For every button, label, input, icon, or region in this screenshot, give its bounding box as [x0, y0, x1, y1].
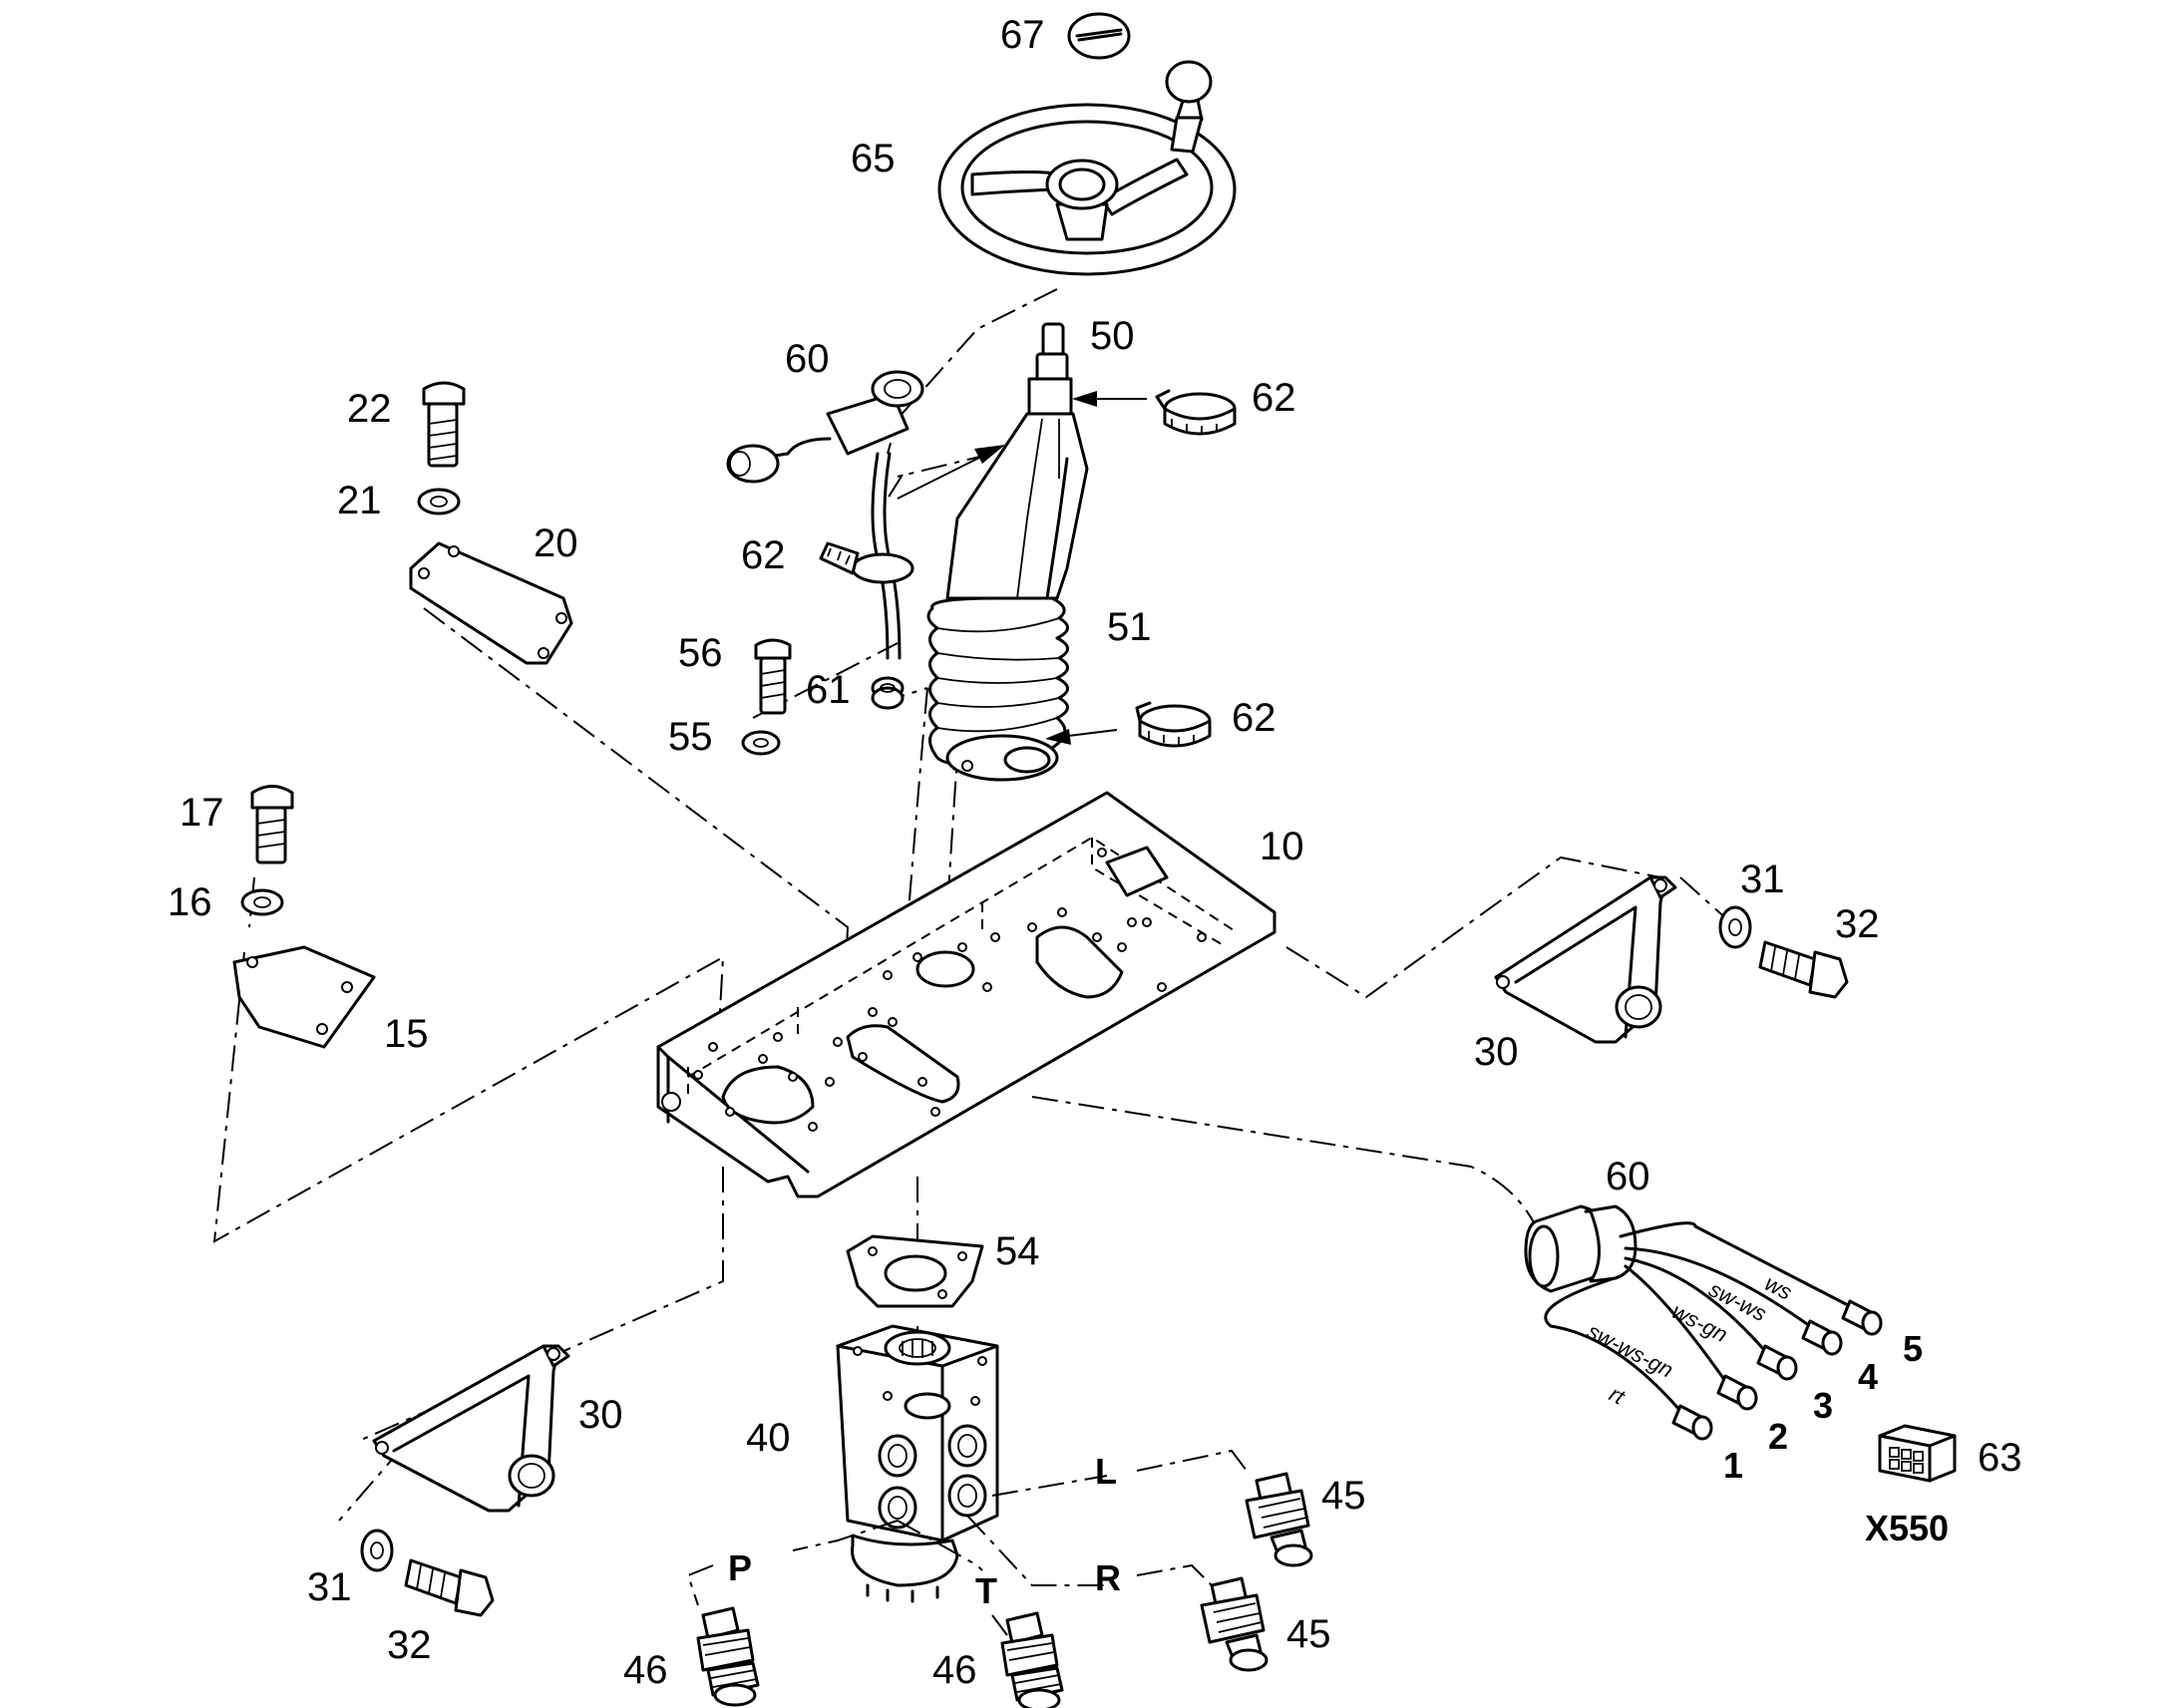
steering-frame	[656, 791, 1276, 1198]
label-40: 40	[746, 1416, 791, 1460]
label-45-upper: 45	[1321, 1474, 1366, 1518]
fitting-46-right	[1000, 1611, 1064, 1708]
label-60-switch: 60	[785, 337, 830, 381]
label-46-right: 46	[932, 1648, 977, 1692]
label-56: 56	[678, 631, 723, 675]
bolt-17	[250, 785, 294, 864]
label-65: 65	[851, 137, 896, 180]
label-62-upper: 62	[1252, 376, 1296, 420]
grommet	[871, 676, 905, 710]
label-32-right: 32	[1835, 902, 1880, 946]
label-62-lower: 62	[1232, 696, 1276, 740]
bolt-32-right	[1758, 940, 1849, 999]
connector-name: X550	[1865, 1508, 1949, 1548]
steering-wheel	[937, 60, 1237, 276]
cover-plate	[409, 541, 573, 665]
fitting-45-lower	[1200, 1576, 1269, 1672]
label-46-left: 46	[623, 1648, 668, 1692]
label-21: 21	[337, 479, 382, 522]
label-31-left: 31	[307, 1565, 352, 1609]
washer-55	[741, 730, 781, 756]
port-label-L: L	[1095, 1451, 1117, 1492]
gasket	[846, 1234, 984, 1308]
wire-colour-codes: ws sw-ws ws-gn sw-ws-gn rt	[1584, 1270, 1796, 1410]
port-label-P: P	[728, 1547, 752, 1588]
rubber-boot	[926, 596, 1069, 782]
label-10: 10	[1260, 825, 1304, 868]
port-labels: L R P T	[728, 1451, 1121, 1611]
mounting-plate	[232, 945, 376, 1049]
washer-21	[417, 488, 461, 515]
label-wire-2: 2	[1768, 1416, 1788, 1457]
label-63: 63	[1978, 1436, 2022, 1480]
label-15: 15	[384, 1012, 429, 1056]
connector-housing	[1878, 1424, 1957, 1483]
label-16: 16	[168, 880, 212, 924]
port-leader-lines	[686, 1449, 1248, 1636]
label-wire-1: 1	[1723, 1445, 1743, 1486]
assembly-arrows	[897, 391, 1147, 745]
label-wire-3: 3	[1813, 1385, 1833, 1426]
horn-cap	[1067, 12, 1131, 60]
label-20: 20	[534, 521, 578, 565]
port-label-T: T	[975, 1570, 997, 1611]
fitting-45-upper	[1245, 1472, 1313, 1567]
label-45-lower: 45	[1286, 1612, 1331, 1656]
label-67: 67	[1000, 13, 1045, 57]
label-50: 50	[1090, 314, 1135, 358]
label-wire-4: 4	[1858, 1356, 1878, 1397]
label-30-left: 30	[578, 1393, 623, 1437]
turn-signal-switch	[726, 370, 924, 660]
label-22: 22	[347, 387, 392, 431]
bracket-right	[1494, 875, 1677, 1044]
label-17: 17	[180, 791, 224, 835]
label-55: 55	[668, 715, 713, 759]
bracket-left	[372, 1344, 570, 1513]
wire-code-sw-ws-gn: sw-ws-gn	[1584, 1318, 1677, 1382]
label-60-harness: 60	[1606, 1155, 1650, 1198]
steering-unit	[836, 1324, 999, 1603]
washer-16	[240, 888, 284, 916]
steering-column	[945, 322, 1089, 600]
label-wire-5: 5	[1903, 1328, 1923, 1369]
label-62-middle: 62	[741, 533, 786, 577]
bolt-56	[754, 638, 792, 715]
port-label-R: R	[1095, 1557, 1121, 1598]
label-61: 61	[806, 668, 851, 712]
hose-clamp-middle	[819, 541, 914, 584]
label-32-left: 32	[387, 1623, 432, 1667]
washer-31-right	[1718, 905, 1752, 949]
label-31-right: 31	[1740, 857, 1785, 901]
hose-clamp-lower	[1135, 701, 1212, 748]
part-labels: 67 65 50 60 62 22 21 20 62 56 61 51 62 5…	[168, 13, 2022, 1692]
bolt-32-left	[404, 1558, 495, 1617]
wiring-harness	[1524, 1204, 1883, 1441]
label-51: 51	[1107, 605, 1152, 649]
washer-31-left	[360, 1529, 394, 1572]
wire-code-rt: rt	[1606, 1381, 1630, 1410]
bolt-22	[422, 381, 466, 468]
label-54: 54	[995, 1229, 1040, 1273]
fitting-46-left	[696, 1606, 760, 1707]
label-30-right: 30	[1474, 1030, 1519, 1074]
hose-clamp-upper	[1155, 389, 1237, 436]
